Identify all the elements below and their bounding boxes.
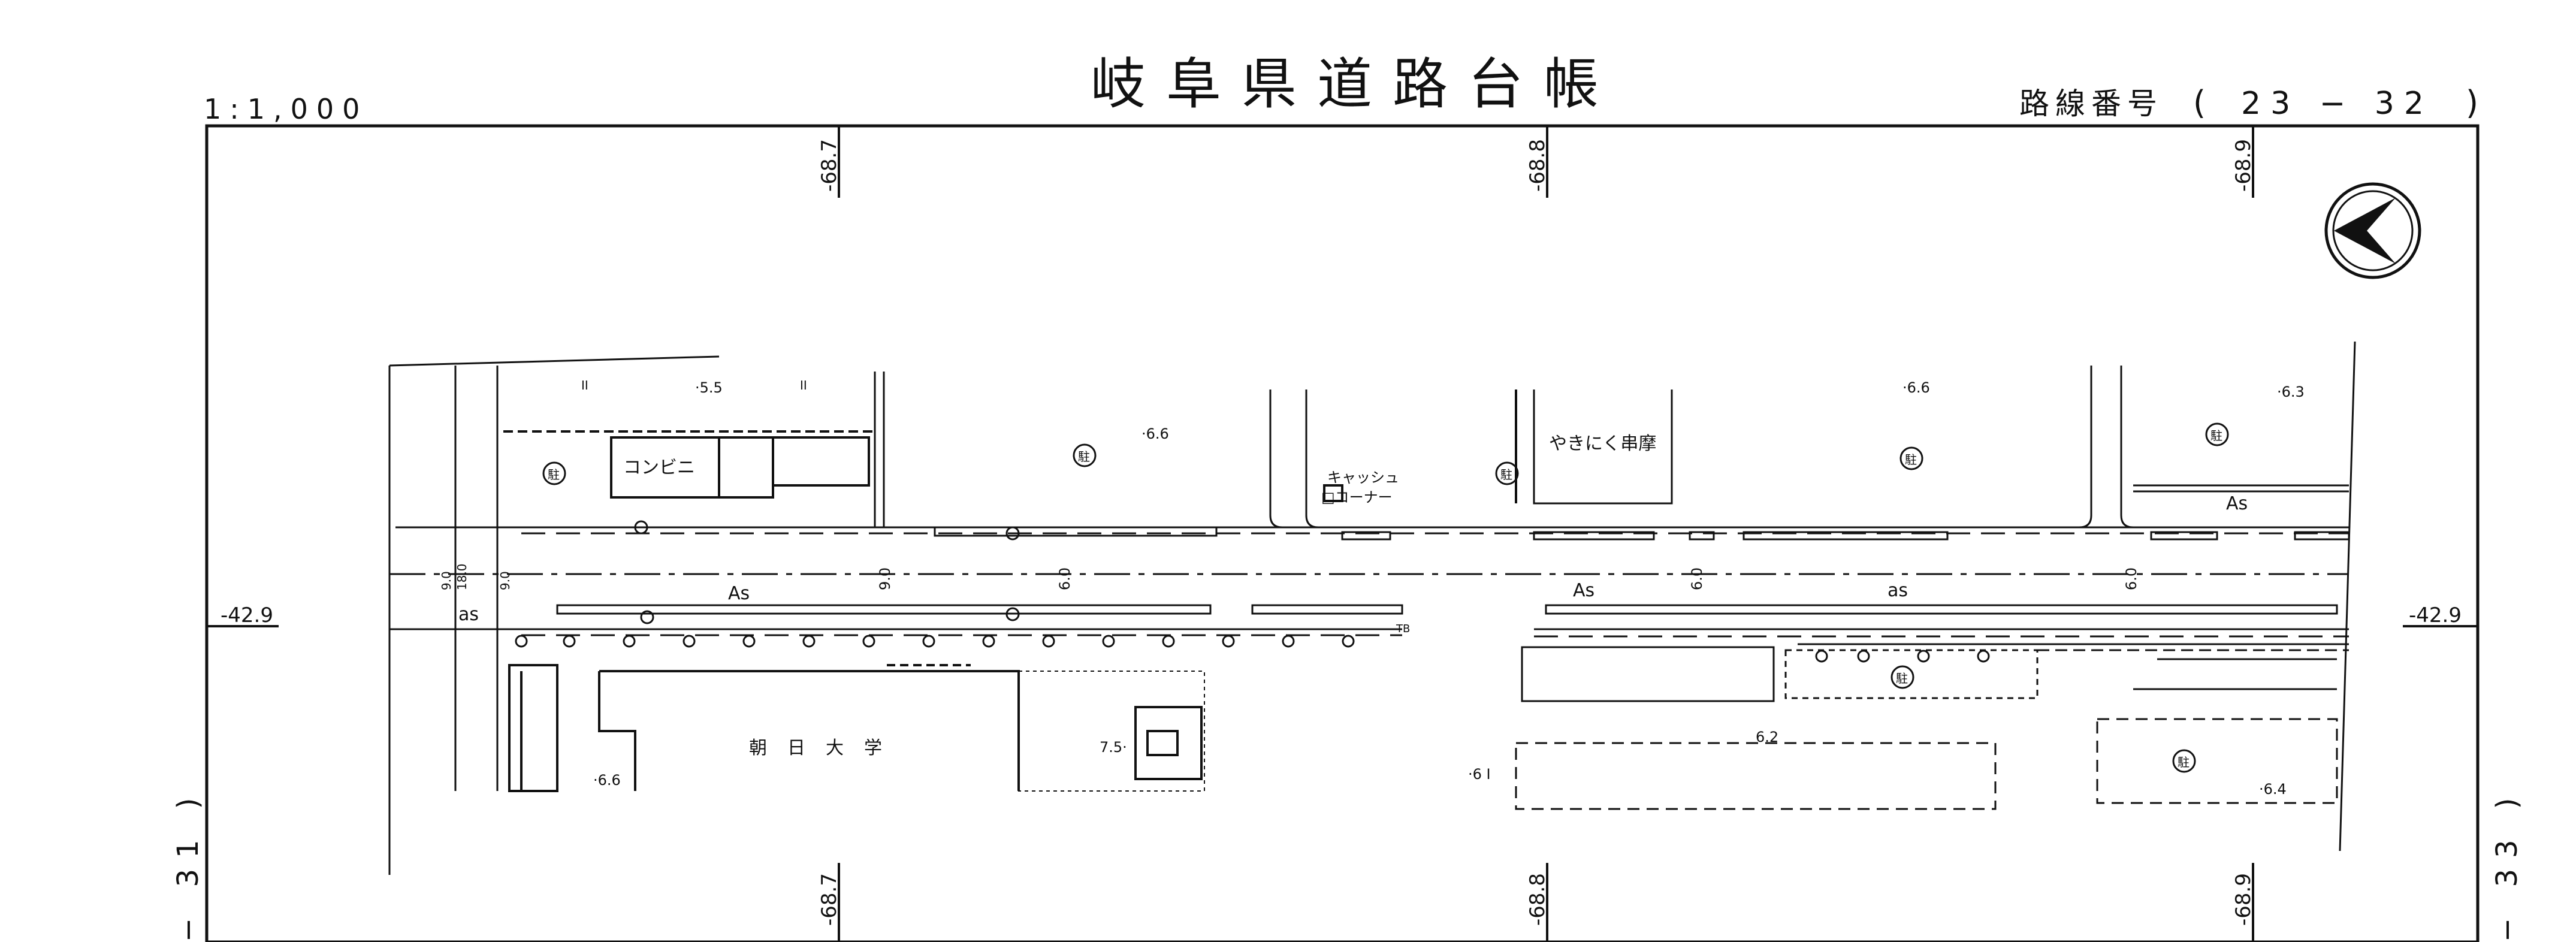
grid-label-top-3: -68.9 [2231, 139, 2255, 192]
left-sheet-ref: − 31 ) [171, 787, 205, 942]
pavement-label-4: as [1888, 580, 1908, 601]
yakiniku-label: やきにく串摩 [1549, 433, 1656, 454]
scale-label: 1:1,000 [204, 93, 368, 125]
elevation-6-6-b: ·6.6 [1902, 379, 1930, 396]
right-sheet-ref: − 33 ) [2490, 787, 2524, 942]
university-label: 朝日大学 [749, 738, 902, 759]
route-close-paren: ) [2466, 84, 2478, 122]
parking-label-3: 駐 [1500, 467, 1512, 482]
elevation-6-1: ·6 I [1468, 766, 1491, 783]
width-label-6: 6.0 [1689, 567, 1705, 590]
width-label-3: 9.0 [498, 571, 512, 590]
grid-label-left: -42.9 [221, 603, 273, 627]
elevation-5-5: ·5.5 [695, 379, 723, 396]
route-number: 23 − 32 [2241, 86, 2433, 122]
university-building [508, 664, 1205, 792]
street-poles [515, 520, 1990, 663]
map-frame [205, 124, 2480, 942]
north-arrow-icon [2324, 182, 2421, 279]
route-open-paren: ( [2193, 84, 2206, 122]
width-label-4: 9.0 [877, 567, 893, 590]
parking-label-2: 駐 [1078, 449, 1090, 464]
parking-label-1: 駐 [548, 467, 560, 482]
road-lines [388, 341, 2356, 875]
parking-label-4: 駐 [1905, 452, 1917, 467]
grid-label-bottom-1: -68.7 [817, 873, 841, 926]
pavement-label-2: As [1573, 580, 1594, 601]
grid-label-top-2: -68.8 [1526, 139, 1550, 192]
grid-ticks [207, 126, 2478, 942]
konbini-label: コンビニ [623, 457, 695, 478]
pavement-label-3: As [2226, 493, 2248, 514]
parking-label-7: 駐 [2178, 755, 2190, 769]
grid-label-bottom-2: -68.8 [1526, 873, 1550, 926]
width-label-5: 6.0 [1056, 567, 1073, 590]
parking-label-5: 駐 [2210, 428, 2222, 443]
pavement-label-1: As [728, 583, 750, 604]
mark-ii-1: II [581, 378, 588, 393]
width-label-7: 6.0 [2123, 567, 2140, 590]
grid-label-right: -42.9 [2409, 603, 2462, 627]
cash-corner-label-1: キャッシュ [1327, 469, 1399, 486]
width-label-2: 18.0 [455, 563, 469, 590]
elevation-7-5: 7.5· [1100, 739, 1127, 756]
elevation-6-2: 6.2 [1756, 729, 1778, 745]
grid-label-top-1: -68.7 [817, 139, 841, 192]
route-label: 路線番号 [2019, 86, 2163, 121]
elevation-6-4: ·6.4 [2259, 781, 2287, 798]
parking-label-6: 駐 [1896, 671, 1908, 686]
mark-ii-2: II [800, 378, 807, 393]
cash-corner-label-2: □コーナー [1321, 489, 1393, 506]
tb-label: TB [1396, 623, 1410, 635]
elevation-6-6-c: ·6.6 [593, 772, 621, 789]
elevation-6-3: ·6.3 [2277, 384, 2305, 400]
pavement-label-5: as [458, 604, 479, 625]
north-buildings [503, 390, 1517, 503]
page-title: 岐阜県道路台帳 [1091, 52, 1619, 116]
parking-symbols [542, 422, 2229, 773]
elevation-6-6-a: ·6.6 [1141, 425, 1169, 442]
grid-label-bottom-3: -68.9 [2231, 873, 2255, 926]
width-label-1: 9.0 [439, 571, 454, 590]
